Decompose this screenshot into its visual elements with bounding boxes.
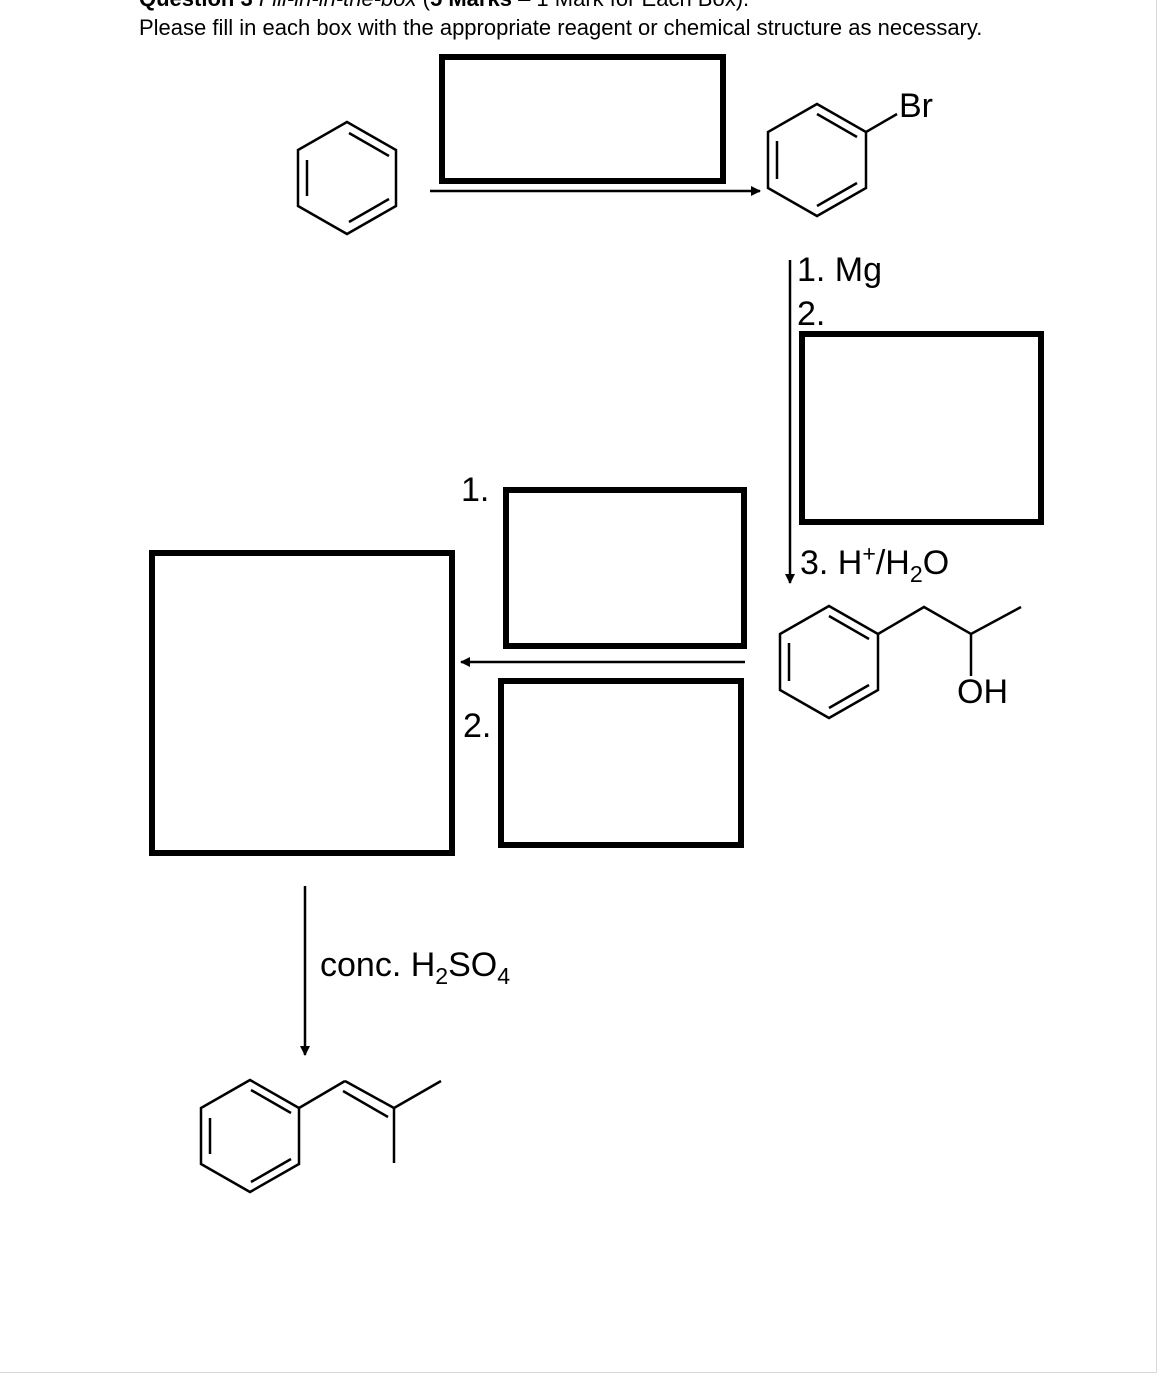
marks-open: ( [423,0,430,11]
answer-box-bromination-reagent[interactable] [439,54,726,184]
marks-detail: – 1 Mark for Each Box). [518,0,749,11]
step-3-plus: + [862,540,876,567]
step-3-acid-label: 3. H+/H2O [800,540,950,585]
step-3-sub: 2 [909,560,923,587]
step-3-oxygen: O [922,544,950,582]
answer-box-step1-reagent[interactable] [503,487,747,649]
step-2-grignard-label: 2. [797,295,826,333]
bromine-label: Br [899,87,933,125]
c-br-bond [865,112,898,134]
alcohol-structure [778,604,1022,720]
step-1-left-label: 1. [461,471,490,509]
alkene-structure [199,1078,442,1194]
step-3-text: 3. H [800,544,863,582]
acid-so: SO [448,946,498,984]
question-number: Question 3 [139,0,253,11]
hydroxyl-label: OH [957,673,1008,711]
step-mg-label: 1. Mg [797,251,883,289]
question-type: Fill-in-in-the-box [259,0,417,11]
instructions-text: Please fill in each box with the appropr… [139,15,983,40]
step-3-water: /H [875,544,910,582]
conc-acid-label: conc. H2SO4 [320,945,510,987]
answer-box-grignard-electrophile[interactable] [799,331,1044,525]
answer-box-step2-reagent[interactable] [498,678,744,848]
question-title-line: Question 3 Fill-in-in-the-box (5 Marks –… [139,0,749,12]
acid-sub-2: 2 [435,962,449,989]
bromobenzene-ring [766,102,898,218]
acid-text: conc. H [320,946,436,984]
benzene-ring-start [296,120,398,236]
double-bond-line [342,1089,389,1119]
marks-total: 5 Marks [430,0,512,11]
acid-sub-4: 4 [497,962,511,989]
answer-box-intermediate-structure[interactable] [149,550,455,856]
step-2-left-label: 2. [463,707,492,745]
